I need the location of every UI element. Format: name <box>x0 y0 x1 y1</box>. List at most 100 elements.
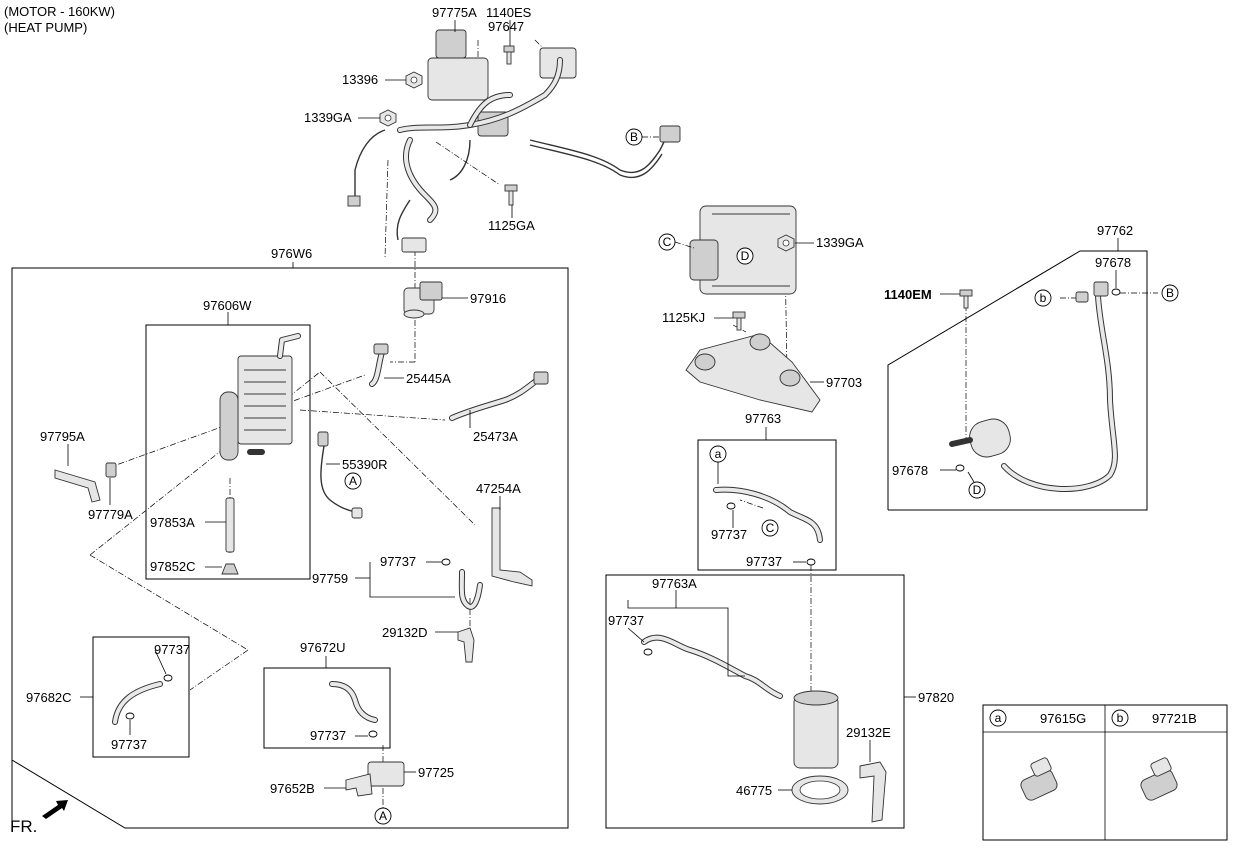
callout-D-compressor: D <box>736 247 754 265</box>
leader-lines <box>67 20 1119 791</box>
label-1140EM: 1140EM <box>884 287 932 302</box>
label-97759: 97759 <box>312 571 348 586</box>
bracket-97795A <box>54 469 101 503</box>
callout-b-hose: b <box>1034 289 1052 307</box>
svg-text:B: B <box>1166 286 1174 300</box>
label-97737-c: 97737 <box>111 737 147 752</box>
label-97916: 97916 <box>470 291 506 306</box>
bracket-29132D <box>457 627 475 663</box>
bracket-29132E <box>859 761 887 823</box>
label-976W6: 976W6 <box>271 246 312 261</box>
label-1125GA: 1125GA <box>488 218 535 233</box>
svg-text:b: b <box>1040 291 1047 305</box>
accumulator-97820 <box>793 690 839 769</box>
callout-B-hose: B <box>1161 284 1179 302</box>
label-97762: 97762 <box>1097 223 1133 238</box>
header-motor-spec: (MOTOR - 160KW) <box>4 4 115 19</box>
label-97606W: 97606W <box>203 298 252 313</box>
label-97853A: 97853A <box>150 515 195 530</box>
group-97820-frame <box>605 574 905 829</box>
chiller-97606W <box>219 333 301 575</box>
label-1125KJ: 1125KJ <box>662 310 705 325</box>
legend-a-key: a <box>995 711 1002 725</box>
clip-b-connector <box>1075 291 1089 303</box>
callout-B-top: B <box>625 128 660 146</box>
legend-b-part: 97721B <box>1152 711 1197 726</box>
label-13396: 13396 <box>342 72 378 87</box>
header-heat-pump: (HEAT PUMP) <box>4 20 87 35</box>
callout-C-pipe: C <box>761 519 779 537</box>
label-97737-f: 97737 <box>746 554 782 569</box>
label-97737-b: 97737 <box>154 642 190 657</box>
label-46775: 46775 <box>736 783 772 798</box>
valve-97916 <box>403 281 443 319</box>
svg-text:C: C <box>766 521 775 535</box>
callout-D-drier: D <box>967 471 986 499</box>
label-97682C: 97682C <box>26 690 72 705</box>
front-orientation-indicator: FR. <box>10 800 68 836</box>
pipe-97763 <box>713 486 823 566</box>
group-97763-frame <box>697 439 837 571</box>
label-97779A: 97779A <box>88 507 133 522</box>
svg-text:C: C <box>663 235 672 249</box>
nut-1339GA-top <box>379 109 397 127</box>
mount-bracket-97703 <box>685 333 821 413</box>
legend-b-key: b <box>1117 711 1124 725</box>
bracket-97652B <box>345 773 373 797</box>
label-97737-d: 97737 <box>310 728 346 743</box>
label-55390R: 55390R <box>342 457 388 472</box>
label-1339GA-mid: 1339GA <box>816 235 864 250</box>
pipe-97682C <box>112 674 173 725</box>
svg-text:D: D <box>741 249 750 263</box>
label-97820: 97820 <box>918 690 954 705</box>
label-97678-bot: 97678 <box>892 463 928 478</box>
sensor-55390R <box>317 431 363 519</box>
label-1140ES: 1140ES <box>486 5 532 20</box>
label-97763: 97763 <box>745 411 781 426</box>
nut-1339GA-mid <box>777 234 795 252</box>
svg-text:a: a <box>715 447 722 461</box>
valve-97725 <box>367 761 405 787</box>
pipe-97759 <box>441 558 483 610</box>
label-97763A: 97763A <box>652 576 697 591</box>
legend-a-part: 97615G <box>1040 711 1086 726</box>
receiver-drier <box>949 418 1011 472</box>
label-25473A: 25473A <box>473 429 518 444</box>
callout-C-compressor: C <box>658 233 695 251</box>
label-29132D: 29132D <box>382 625 428 640</box>
pipe-97672U <box>329 681 378 738</box>
label-97703: 97703 <box>826 375 862 390</box>
label-97647: 97647 <box>488 19 524 34</box>
label-1339GA-top: 1339GA <box>304 110 352 125</box>
fr-label: FR. <box>10 817 37 836</box>
fr-arrow-icon <box>42 800 68 819</box>
clip-97779A <box>105 462 117 478</box>
label-97725: 97725 <box>418 765 454 780</box>
band-46775 <box>791 775 849 805</box>
bolt-1125KJ <box>732 311 746 331</box>
bolt-1125GA <box>504 184 518 206</box>
label-97737-a: 97737 <box>380 554 416 569</box>
group-97672U-frame <box>263 667 391 749</box>
group-976W6-frame <box>11 267 569 829</box>
label-29132E: 29132E <box>846 725 891 740</box>
svg-text:A: A <box>349 474 357 488</box>
label-97652B: 97652B <box>270 781 315 796</box>
callout-A-bottom: A <box>374 807 392 825</box>
label-97795A: 97795A <box>40 429 85 444</box>
callout-A-mid: A <box>344 472 362 490</box>
bracket-47254A <box>491 507 533 587</box>
legend-b-circle <box>1111 709 1129 727</box>
callout-a-pipe: a <box>709 445 727 484</box>
part-labels: 97775A 1140ES 97647 13396 1339GA 1125GA … <box>26 5 1133 798</box>
label-97852C: 97852C <box>150 559 196 574</box>
label-97678-top: 97678 <box>1095 255 1131 270</box>
legend-a-circle <box>989 709 1007 727</box>
sensor-97721B-illustration <box>1140 757 1178 801</box>
legend-table: a 97615G b 97721B <box>982 704 1228 841</box>
pipe-25473A <box>449 371 549 421</box>
svg-text:D: D <box>973 483 982 497</box>
nut-13396 <box>405 71 423 89</box>
svg-text:B: B <box>630 130 638 144</box>
